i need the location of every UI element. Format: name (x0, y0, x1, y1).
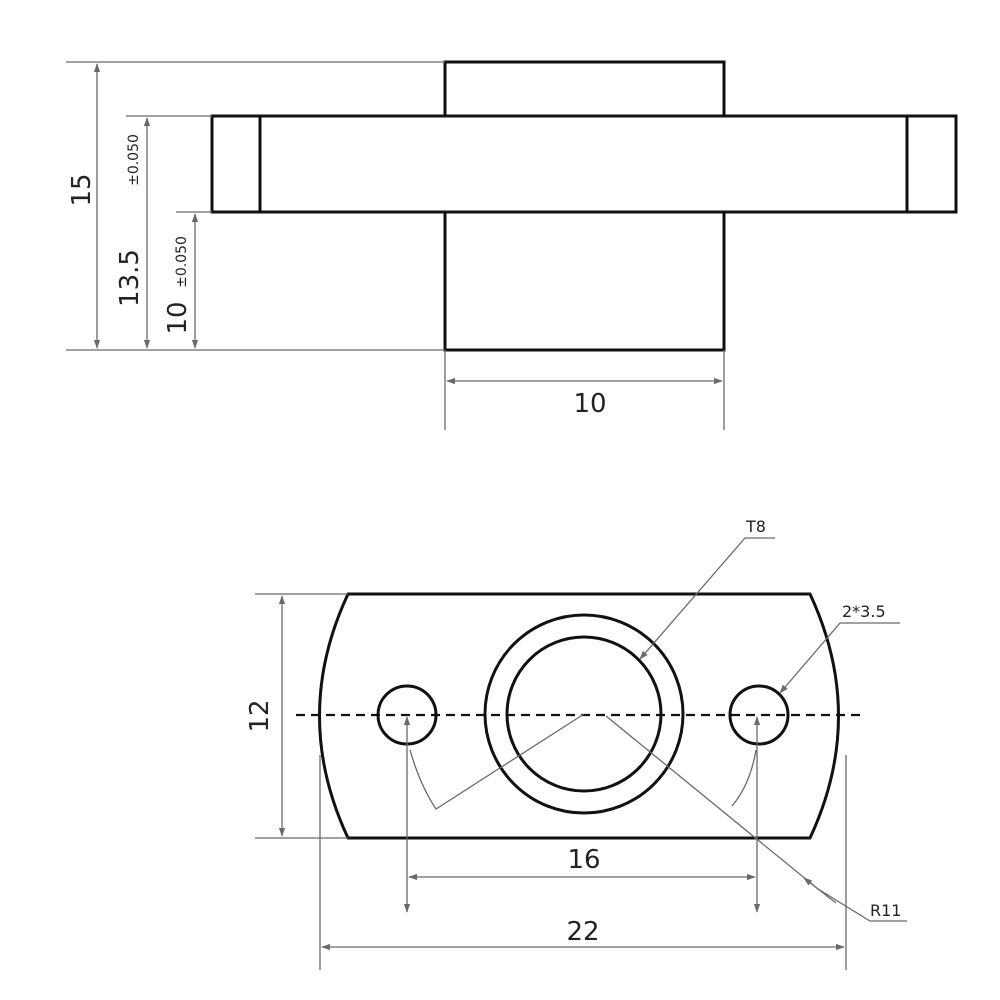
dim-label-total-height: 15 (67, 173, 97, 206)
nut-bottom-body (443, 210, 726, 352)
dim-label-low-height: 10 (163, 301, 193, 334)
label-thread: T8 (745, 517, 766, 536)
flange-outline (318, 592, 840, 840)
dim-label-total-width: 22 (566, 917, 599, 947)
dim-label-height: 12 (245, 699, 275, 732)
dim-label-width: 10 (573, 389, 606, 419)
thread-bore-circle (505, 635, 663, 793)
label-radius: R11 (870, 901, 901, 920)
tolerance-label-low: ±0.050 (174, 236, 190, 288)
dim-label-mid-height: 13.5 (115, 249, 145, 307)
nut-flange (210, 114, 958, 214)
side-view: 15 13.5 ±0.050 10 ±0.050 10 (66, 60, 958, 430)
boss-outer-circle (483, 613, 685, 815)
nut-top-boss (443, 60, 726, 118)
leader-thread (639, 537, 775, 660)
hole-construction-arc (731, 749, 757, 807)
label-holes: 2*3.5 (842, 602, 886, 621)
tolerance-label-mid: ±0.050 (126, 134, 142, 186)
leader-holes (779, 622, 900, 694)
leader-radius (605, 715, 907, 922)
thread-construction-arc (409, 713, 585, 810)
leader-radius-arrow (803, 877, 837, 904)
top-view: 12 16 22 T8 2*3.5 R11 (245, 517, 907, 970)
dim-label-hole-spacing: 16 (567, 845, 600, 875)
